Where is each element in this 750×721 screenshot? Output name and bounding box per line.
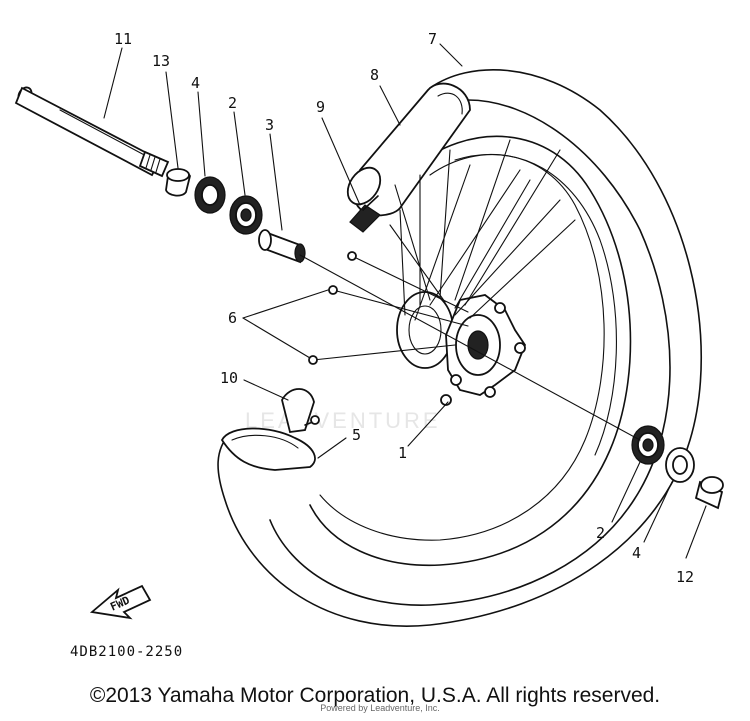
valve-cap [349,195,381,233]
watermark-text: LEADVENTURE [245,408,441,433]
axle-center-line [299,254,641,441]
spokes [389,139,576,321]
spacer [258,229,306,264]
fwd-arrow-icon: FWD [89,584,152,620]
part-label-3: 3 [265,116,274,134]
part-label-2b: 2 [596,524,605,542]
collar [165,168,191,197]
part-label-12: 12 [676,568,694,586]
part-label-5: 5 [352,426,361,444]
collar-right [694,476,724,510]
diagram-code: 4DB2100-2250 [70,644,183,660]
part-label-8: 8 [370,66,379,84]
part-label-4: 4 [191,74,200,92]
part-label-13: 13 [152,52,170,70]
tube [346,82,471,217]
copyright-notice: ©2013 Yamaha Motor Corporation, U.S.A. A… [89,684,661,707]
bearing-right [631,425,665,465]
part-label-2: 2 [228,94,237,112]
part-label-9: 9 [316,98,325,116]
bearing-left [229,195,263,235]
oil-seal-left [194,176,226,214]
rim [309,135,632,567]
part-label-1: 1 [398,444,407,462]
part-label-6: 6 [228,309,237,327]
part-label-10: 10 [220,369,238,387]
oil-seal-right [665,447,695,483]
part-label-7: 7 [428,30,437,48]
rim-band [220,427,316,471]
part-label-11: 11 [114,30,132,48]
provider-credit: Powered by Leadventure, Inc. [320,703,440,713]
rim-lock [281,388,320,433]
leader-lines [103,43,707,559]
part-label-4b: 4 [632,544,641,562]
axle [14,86,170,178]
part-labels: 11 13 4 2 3 9 8 7 6 10 5 1 2 4 12 [114,30,694,586]
loose-spokes [308,251,469,365]
